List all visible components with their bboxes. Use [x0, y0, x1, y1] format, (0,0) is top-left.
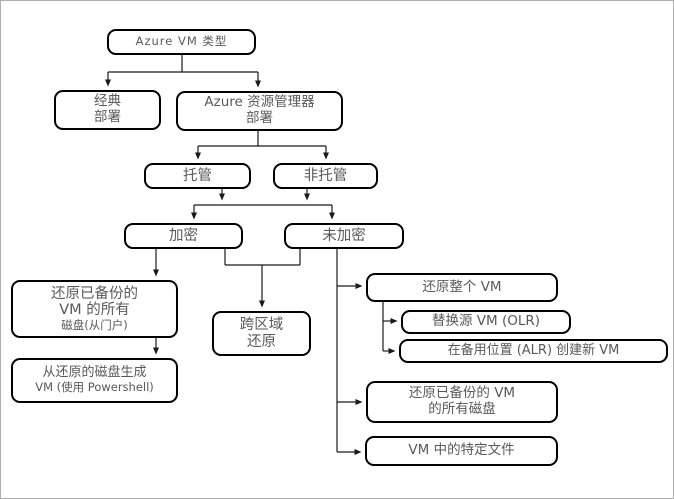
node-restore-all-disks-label: 还原已备份的 VM 的所有磁盘	[408, 385, 516, 417]
node-arm-deployment: Azure 资源管理器 部署	[176, 91, 343, 131]
node-restore-all-disks: 还原已备份的 VM 的所有磁盘	[366, 381, 558, 423]
node-create-new-vm-alr-label: 在备用位置 (ALR) 创建新 VM	[447, 342, 620, 358]
node-unencrypted: 未加密	[284, 223, 404, 249]
node-replace-source-vm: 替换源 VM (OLR)	[401, 310, 571, 334]
node-specific-files-label: VM 中的特定文件	[408, 442, 515, 459]
node-cross-region-restore: 跨区域 还原	[212, 311, 311, 356]
node-cross-region-restore-label: 跨区域 还原	[239, 316, 284, 350]
node-create-vm-powershell-label: 从还原的磁盘生成	[42, 365, 147, 381]
node-azure-vm-type: Azure VM 类型	[107, 29, 256, 55]
node-unmanaged-label: 非托管	[303, 167, 348, 184]
node-create-vm-powershell: 从还原的磁盘生成 VM (使用 Powershell)	[11, 358, 178, 403]
node-restore-disks-portal: 还原已备份的 VM 的所有 磁盘(从门户)	[11, 280, 178, 338]
node-managed: 托管	[144, 163, 251, 189]
node-managed-label: 托管	[183, 167, 212, 184]
node-replace-source-vm-label: 替换源 VM (OLR)	[431, 313, 541, 330]
connector-arm-split	[198, 131, 326, 147]
node-arm-deployment-label: Azure 资源管理器 部署	[204, 94, 315, 126]
node-encrypted-label: 加密	[169, 227, 198, 244]
node-encrypted: 加密	[124, 223, 243, 249]
node-restore-entire-vm-label: 还原整个 VM	[422, 278, 502, 295]
node-create-vm-powershell-sublabel: VM (使用 Powershell)	[35, 380, 154, 395]
node-unencrypted-label: 未加密	[322, 227, 366, 244]
connector-type-split	[108, 54, 258, 73]
node-classic-deployment: 经典 部署	[54, 90, 161, 130]
node-unmanaged: 非托管	[273, 163, 378, 189]
node-azure-vm-type-label: Azure VM 类型	[135, 34, 228, 49]
node-specific-files: VM 中的特定文件	[365, 436, 558, 466]
node-restore-disks-portal-label: 还原已备份的 VM 的所有	[51, 285, 138, 319]
node-create-new-vm-alr: 在备用位置 (ALR) 创建新 VM	[399, 339, 668, 363]
node-classic-deployment-label: 经典 部署	[94, 93, 121, 125]
node-restore-disks-portal-sublabel: 磁盘(从门户)	[61, 318, 128, 333]
node-restore-entire-vm: 还原整个 VM	[366, 273, 558, 302]
connector-cross-region-merge	[224, 249, 301, 266]
